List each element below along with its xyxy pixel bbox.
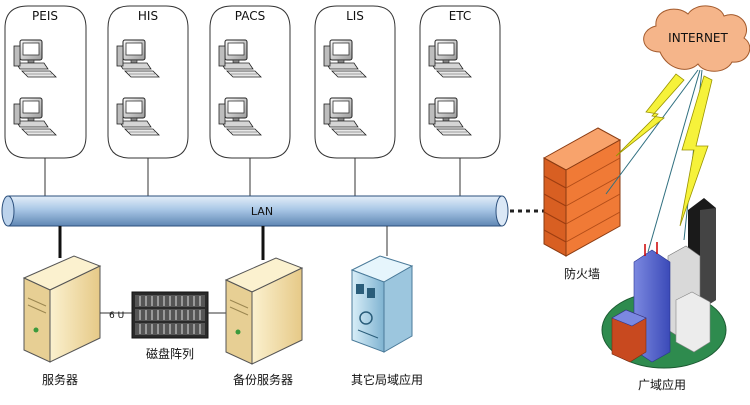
disk-array-icon (131, 291, 209, 339)
backup-server-icon (224, 257, 304, 365)
firewall-icon (542, 127, 622, 257)
internet-firewall-line (605, 69, 699, 195)
group-lis: LIS (314, 5, 396, 196)
lightning-icon (615, 73, 685, 157)
disk-array-label: 磁盘阵列 (146, 346, 194, 361)
group-label: LIS (346, 9, 364, 23)
group-label: ETC (449, 9, 472, 23)
cloud-icon (643, 5, 750, 72)
cabinet-icon (350, 255, 414, 353)
internet-label: INTERNET (668, 31, 728, 45)
group-his: HIS (107, 5, 189, 196)
wan-label: 广域应用 (638, 377, 686, 392)
lan-pipe: LAN (1, 195, 509, 227)
backup-server-label: 备份服务器 (233, 372, 293, 387)
firewall-label: 防火墙 (564, 266, 600, 281)
city-icon (601, 198, 727, 369)
group-label: PEIS (32, 9, 58, 23)
server-icon (22, 255, 102, 363)
lan-label: LAN (251, 205, 273, 218)
group-pacs: PACS (209, 5, 291, 196)
group-label: PACS (235, 9, 265, 23)
group-etc: ETC (419, 5, 501, 196)
group-peis: PEIS (4, 5, 87, 196)
internet-wan-line (647, 69, 701, 253)
lightning-icon (679, 75, 713, 227)
other-lan-label: 其它局域应用 (351, 372, 423, 387)
group-label: HIS (138, 9, 158, 23)
server-label: 服务器 (42, 372, 78, 387)
cable-label: 6 U (109, 311, 124, 321)
